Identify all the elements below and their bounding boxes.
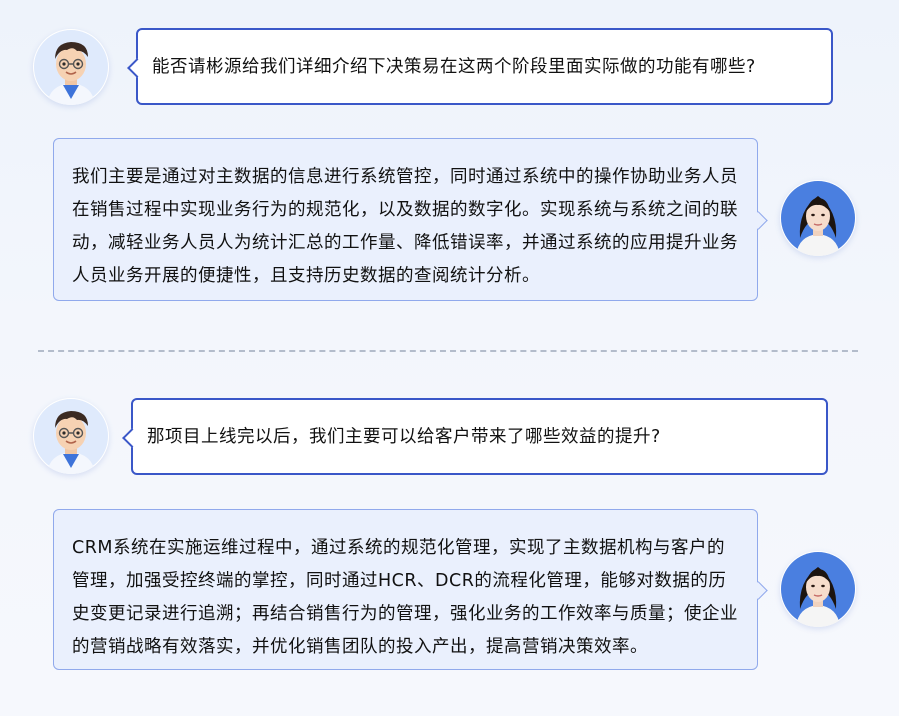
question-bubble-1: 能否请彬源给我们详细介绍下决策易在这两个阶段里面实际做的功能有哪些? [127,28,833,105]
question-bubble-2: 那项目上线完以后，我们主要可以给客户带来了哪些效益的提升? [122,398,828,475]
answer-text-2: CRM系统在实施运维过程中，通过系统的规范化管理，实现了主数据机构与客户的管理，… [72,538,738,657]
question-text-1: 能否请彬源给我们详细介绍下决策易在这两个阶段里面实际做的功能有哪些? [152,56,756,77]
answer-bubble-1: 我们主要是通过对主数据的信息进行系统管控，同时通过系统中的操作协助业务人员在销售… [53,138,768,301]
woman-photo-icon [781,181,855,256]
interviewee-avatar [780,551,856,627]
section-divider [38,350,858,352]
question-text-2: 那项目上线完以后，我们主要可以给客户带来了哪些效益的提升? [147,426,661,447]
cartoon-boy-icon [34,399,108,474]
answer-text-1: 我们主要是通过对主数据的信息进行系统管控，同时通过系统中的操作协助业务人员在销售… [72,167,738,286]
interviewer-avatar [33,398,109,474]
cartoon-boy-icon [34,30,108,105]
interviewee-avatar [780,180,856,256]
bubble-tail [127,57,147,78]
bubble-tail [749,580,768,600]
answer-bubble-2: CRM系统在实施运维过程中，通过系统的规范化管理，实现了主数据机构与客户的管理，… [53,509,768,670]
interviewer-avatar [33,29,109,105]
bubble-tail [122,427,142,448]
bubble-tail [749,210,768,230]
woman-photo-icon [781,552,855,627]
